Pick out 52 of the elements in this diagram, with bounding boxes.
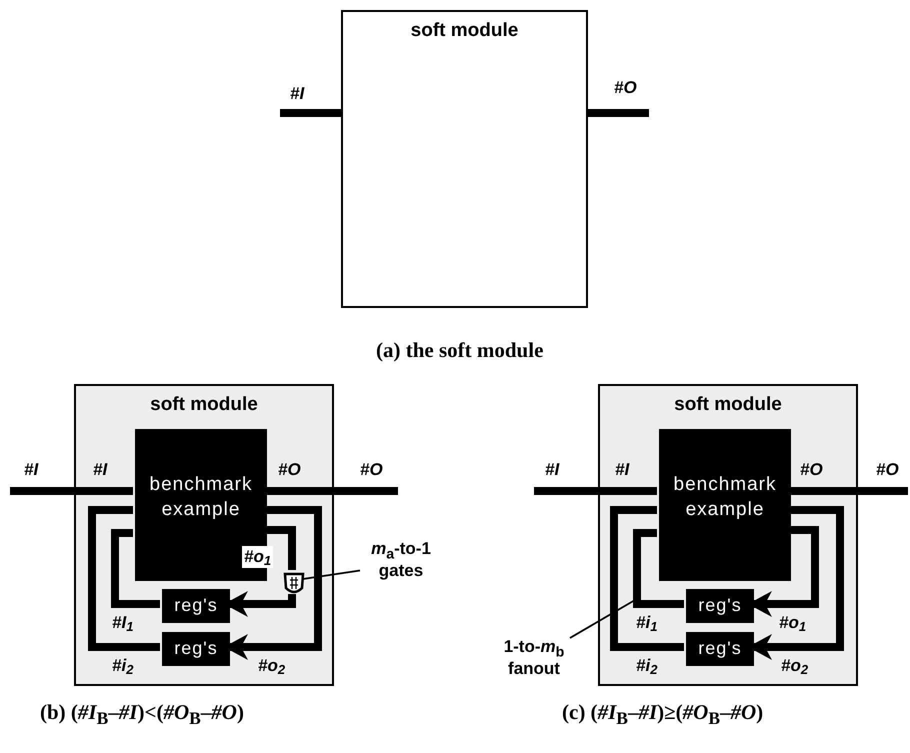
register-box: reg's xyxy=(686,589,754,623)
edge-label: #I xyxy=(24,460,40,481)
edge-label: #O xyxy=(360,460,384,481)
wire xyxy=(74,487,133,495)
register-box: reg's xyxy=(162,589,230,623)
edge-label: #i$_{2}$ xyxy=(112,656,134,679)
edge-label: #O xyxy=(278,460,302,481)
figure-caption: (a) the soft module xyxy=(376,338,544,363)
register-box: reg's xyxy=(162,632,230,666)
leader-line xyxy=(570,599,636,639)
wire xyxy=(610,506,684,651)
wire xyxy=(633,529,684,608)
wire xyxy=(111,529,160,608)
wire xyxy=(280,109,341,117)
wire xyxy=(265,487,334,495)
figure-caption: (b) (#I$_{B}$–#I)<(#O$_{B}$–#O) xyxy=(40,700,244,730)
edge-label: #o$_{2}$ xyxy=(258,656,286,679)
wire xyxy=(10,487,74,495)
edge-label: #o$_{1}$ xyxy=(779,613,808,636)
module-title: soft module xyxy=(410,20,520,42)
wire xyxy=(88,506,160,651)
leader-line xyxy=(302,570,360,580)
module-box xyxy=(74,384,334,686)
edge-label: #I xyxy=(290,84,306,105)
edge-label: #i$_{2}$ xyxy=(636,656,658,679)
register-box: reg's xyxy=(686,632,754,666)
wire xyxy=(789,487,858,495)
callout-label: 1-to-m$_{b}$ fanout xyxy=(494,638,574,680)
edge-label: #O xyxy=(614,78,638,99)
gate-symbol xyxy=(283,572,305,596)
edge-label: #O xyxy=(876,460,900,481)
wire xyxy=(334,487,398,495)
wire xyxy=(534,487,598,495)
wire xyxy=(598,487,657,495)
module-title: soft module xyxy=(673,394,783,416)
wire xyxy=(588,109,649,117)
edge-label: #I xyxy=(545,460,560,481)
module-box xyxy=(598,384,858,686)
wire xyxy=(858,487,908,495)
edge-label: #I xyxy=(93,460,108,481)
edge-label: #i$_{1}$ xyxy=(636,613,658,636)
callout-label: m$_{a}$-to-1 gates xyxy=(360,540,442,580)
edge-label: #O xyxy=(800,460,824,481)
edge-label: #I$_{1}$ xyxy=(112,613,134,636)
figure-caption: (c) (#I$_{B}$–#I)≥(#O$_{B}$–#O) xyxy=(562,700,764,730)
benchmark-box: benchmark example xyxy=(659,429,791,581)
wire xyxy=(265,526,296,570)
edge-label: #o$_{2}$ xyxy=(781,656,810,679)
module-title: soft module xyxy=(149,394,259,416)
edge-label: #o$_{1}$ xyxy=(242,546,274,568)
edge-label: #I xyxy=(615,460,630,481)
module-box xyxy=(341,10,588,308)
